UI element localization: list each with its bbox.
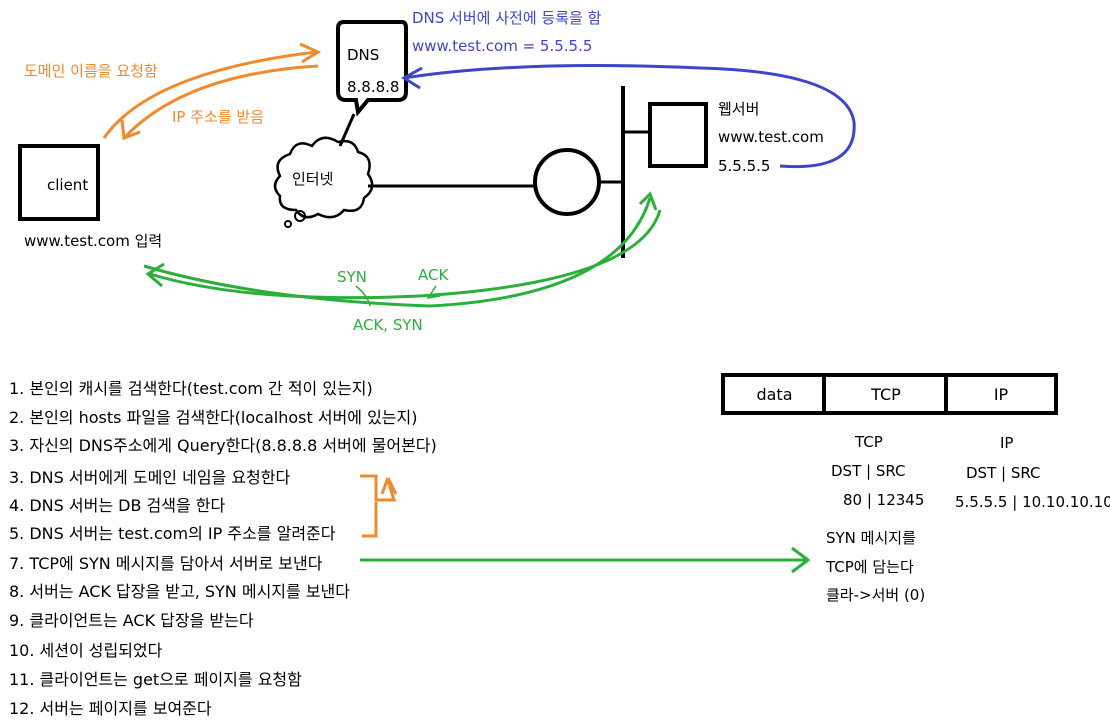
syn-label: SYN [337,268,367,286]
ack-syn-label: ACK, SYN [353,316,423,334]
step-item: 3. 자신의 DNS주소에게 Query한다(8.8.8.8 서버에 물어본다) [9,436,437,455]
step-item: 5. DNS 서버는 test.com의 IP 주소를 알려준다 [9,524,336,543]
dns-steps-bracket [360,474,384,538]
handshake-arrow-to-server [143,197,652,308]
dns-steps-bracket-arrow [380,477,398,502]
dns-note-record: www.test.com = 5.5.5.5 [412,37,593,55]
ip-info-values: 5.5.5.5 | 10.10.10.10 [955,493,1110,511]
step-item: 2. 본인의 hosts 파일을 검색한다(localhost 서버에 있는지) [9,408,418,427]
syn-note-line: TCP에 담는다 [826,558,914,576]
step-item: 9. 클라이언트는 ACK 답장을 받는다 [9,611,254,630]
tcp-info-fields: DST | SRC [831,462,906,480]
step-item: 4. DNS 서버는 DB 검색을 한다 [9,496,226,515]
syn-note-line: SYN 메시지를 [826,529,916,547]
request-domain-label: 도메인 이름을 요청함 [24,62,158,80]
dns-note-title: DNS 서버에 사전에 등록을 함 [412,9,602,27]
step-item: 3. DNS 서버에게 도메인 네임을 요청한다 [9,468,291,487]
step-item: 8. 서버는 ACK 답장을 받고, SYN 메시지를 보낸다 [9,582,350,601]
response-arrow [124,64,319,138]
packet-table [721,373,1058,415]
handshake-arrowhead-server [638,191,658,211]
client-label: client [47,176,89,194]
dns-title: DNS [347,46,380,64]
step-item: 10. 세션이 성립되었다 [9,641,163,660]
step-item: 12. 서버는 페이지를 보여준다 [9,699,212,718]
dns-ip: 8.8.8.8 [347,78,400,96]
webserver-title: 웹서버 [718,100,760,118]
tcp-info-values: 80 | 12345 [843,491,925,509]
ip-info-fields: DST | SRC [966,464,1041,482]
response-arrowhead [120,119,141,141]
step7-arrowhead [791,546,811,574]
ack-label: ACK [418,266,449,284]
request-arrowhead [299,42,322,64]
syn-tick [355,285,371,307]
handshake-arrow-to-client [149,209,662,300]
registration-arrowhead [401,66,423,90]
step-item: 7. TCP에 SYN 메시지를 담아서 서버로 보낸다 [9,554,323,573]
ack-tick [426,285,441,300]
internet-cloud [273,136,374,219]
receive-ip-label: IP 주소를 받음 [172,108,265,126]
registration-arrow [403,64,856,169]
request-arrow [102,50,317,139]
step-item: 1. 본인의 캐시를 검색한다(test.com 간 적이 있는지) [9,379,373,398]
webserver-domain: www.test.com [718,128,824,146]
ip-info-title: IP [1000,434,1014,452]
router-circle [533,148,601,216]
internet-label: 인터넷 [292,170,334,188]
cloud-tail-tiny [284,220,292,228]
handshake-arrowhead-client [145,262,165,288]
webserver-ip: 5.5.5.5 [718,157,771,175]
step-item: 11. 클라이언트는 get으로 페이지를 요청함 [9,670,302,689]
client-box [18,144,100,221]
cloud-tail-small [294,210,306,222]
tcp-info-title: TCP [855,433,883,451]
packet-cell-tcp: TCP [871,385,901,404]
webserver-box [648,102,708,168]
packet-cell-data: data [756,385,793,404]
client-input-label: www.test.com 입력 [24,232,163,250]
syn-note-line: 클라->서버 (0) [826,586,926,604]
packet-cell-ip: IP [993,385,1009,404]
dns-box [336,20,408,117]
